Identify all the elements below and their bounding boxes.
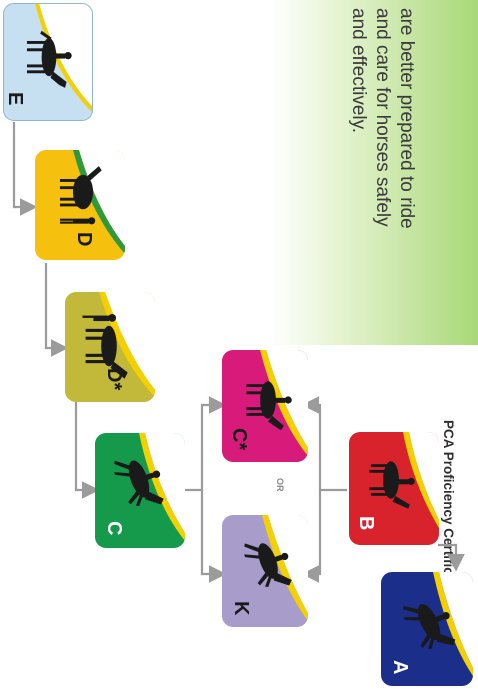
- certificate-label-k: K: [230, 601, 252, 616]
- horse-and-rider-silhouette-icon: [246, 381, 292, 431]
- jumping-horse-silhouette-icon: [114, 460, 164, 507]
- certificate-card-d: D: [35, 150, 125, 260]
- certificate-label-d-star: D*: [103, 368, 125, 391]
- or-label: OR: [275, 478, 285, 492]
- certificate-card-a: A: [381, 572, 473, 686]
- certificate-card-b: B: [349, 432, 439, 545]
- jumping-horse-silhouette-icon: [403, 603, 456, 649]
- horse-and-rider-silhouette-icon: [26, 30, 72, 88]
- certificate-card-e: E: [3, 3, 93, 121]
- arrow-b-to-a: [438, 543, 465, 572]
- horse-and-handler-silhouette-icon: [82, 314, 128, 379]
- arrow-c-to-cstar: [185, 396, 227, 492]
- green-gradient-band: [270, 0, 478, 345]
- horse-and-rider-silhouette-icon: [369, 461, 415, 509]
- arrow-b-to-cstar: [301, 396, 347, 492]
- certificate-card-k: K: [222, 515, 308, 627]
- certificate-label-b: B: [355, 516, 377, 531]
- certificate-label-c-star: C*: [228, 428, 250, 451]
- jumping-horse-silhouette-icon: [244, 543, 292, 587]
- certificate-label-e: E: [4, 92, 26, 106]
- horse-and-handler-silhouette-icon: [59, 166, 102, 225]
- certificate-card-c-star: C*: [222, 350, 308, 462]
- certificate-label-a: A: [389, 660, 411, 675]
- certificate-label-c: C: [103, 521, 125, 536]
- arrow-dstar-to-c: [74, 402, 100, 499]
- certificate-card-c: C: [95, 433, 185, 548]
- certificate-label-d: D: [73, 232, 95, 247]
- arrow-c-to-k: [200, 490, 227, 583]
- arrow-d-to-dstar: [44, 263, 69, 357]
- arrow-e-to-d: [12, 122, 38, 216]
- arrow-b-to-k: [301, 490, 322, 583]
- certificate-card-d-star: D*: [65, 292, 155, 402]
